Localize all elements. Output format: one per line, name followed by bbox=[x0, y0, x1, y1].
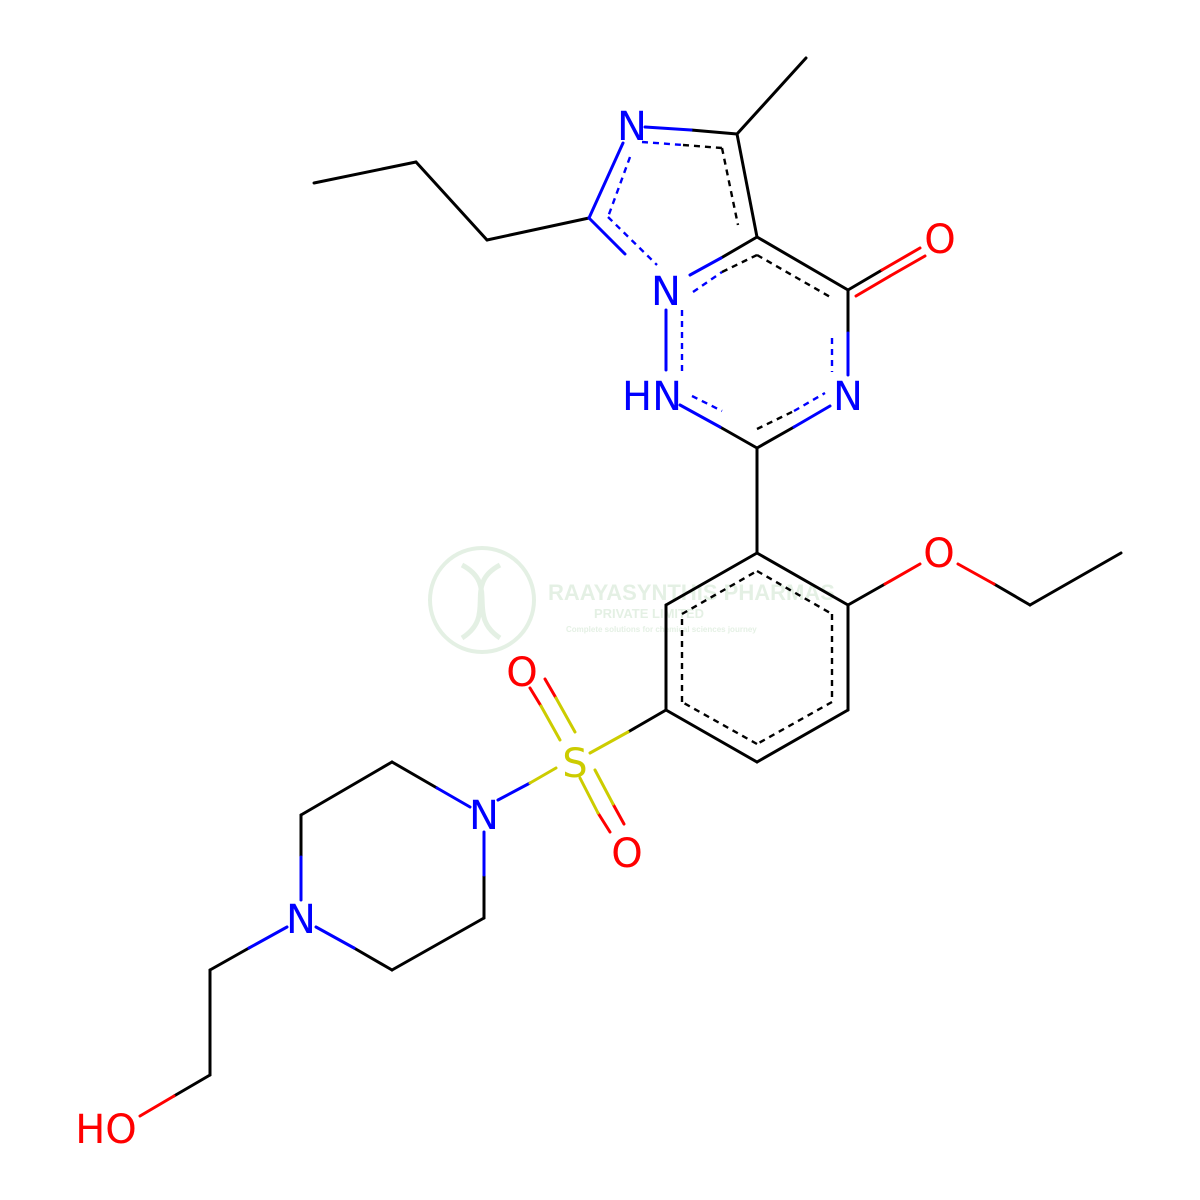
atom-n-imidazole: N bbox=[617, 104, 647, 150]
atom-o-sulfonyl-top: O bbox=[506, 650, 537, 696]
atom-labels: N N HN N O O O S O N N HO bbox=[75, 104, 956, 1153]
watermark-company: RAAYASYNTHIS PHARMAS bbox=[548, 580, 835, 605]
atom-o-ether: O bbox=[923, 531, 954, 577]
atom-n-bridge: N bbox=[651, 269, 681, 315]
atom-s-sulfonyl: S bbox=[562, 741, 587, 787]
watermark-logo-icon bbox=[428, 546, 536, 654]
atom-o-sulfonyl-bottom: O bbox=[611, 831, 642, 877]
sulfur-bonds bbox=[528, 696, 630, 815]
atom-n-ring: N bbox=[833, 374, 863, 420]
dna-helix-icon bbox=[460, 562, 502, 641]
watermark: RAAYASYNTHIS PHARMAS PRIVATE LIMITED Com… bbox=[428, 546, 835, 654]
atom-oh-hydroxyl: HO bbox=[75, 1107, 137, 1153]
carbon-bonds bbox=[172, 56, 1123, 1098]
atom-n-piperazine-1: N bbox=[469, 793, 499, 839]
atom-o-carbonyl: O bbox=[924, 217, 955, 263]
nitrogen-bonds bbox=[247, 125, 850, 950]
oxygen-bonds bbox=[138, 246, 996, 1118]
watermark-subtitle: PRIVATE LIMITED bbox=[594, 606, 704, 621]
aromatic-bonds bbox=[606, 140, 834, 746]
atom-n-piperazine-2: N bbox=[286, 897, 316, 943]
atom-nh: HN bbox=[622, 374, 682, 420]
watermark-tagline: Complete solutions for chemical sciences… bbox=[566, 625, 757, 634]
